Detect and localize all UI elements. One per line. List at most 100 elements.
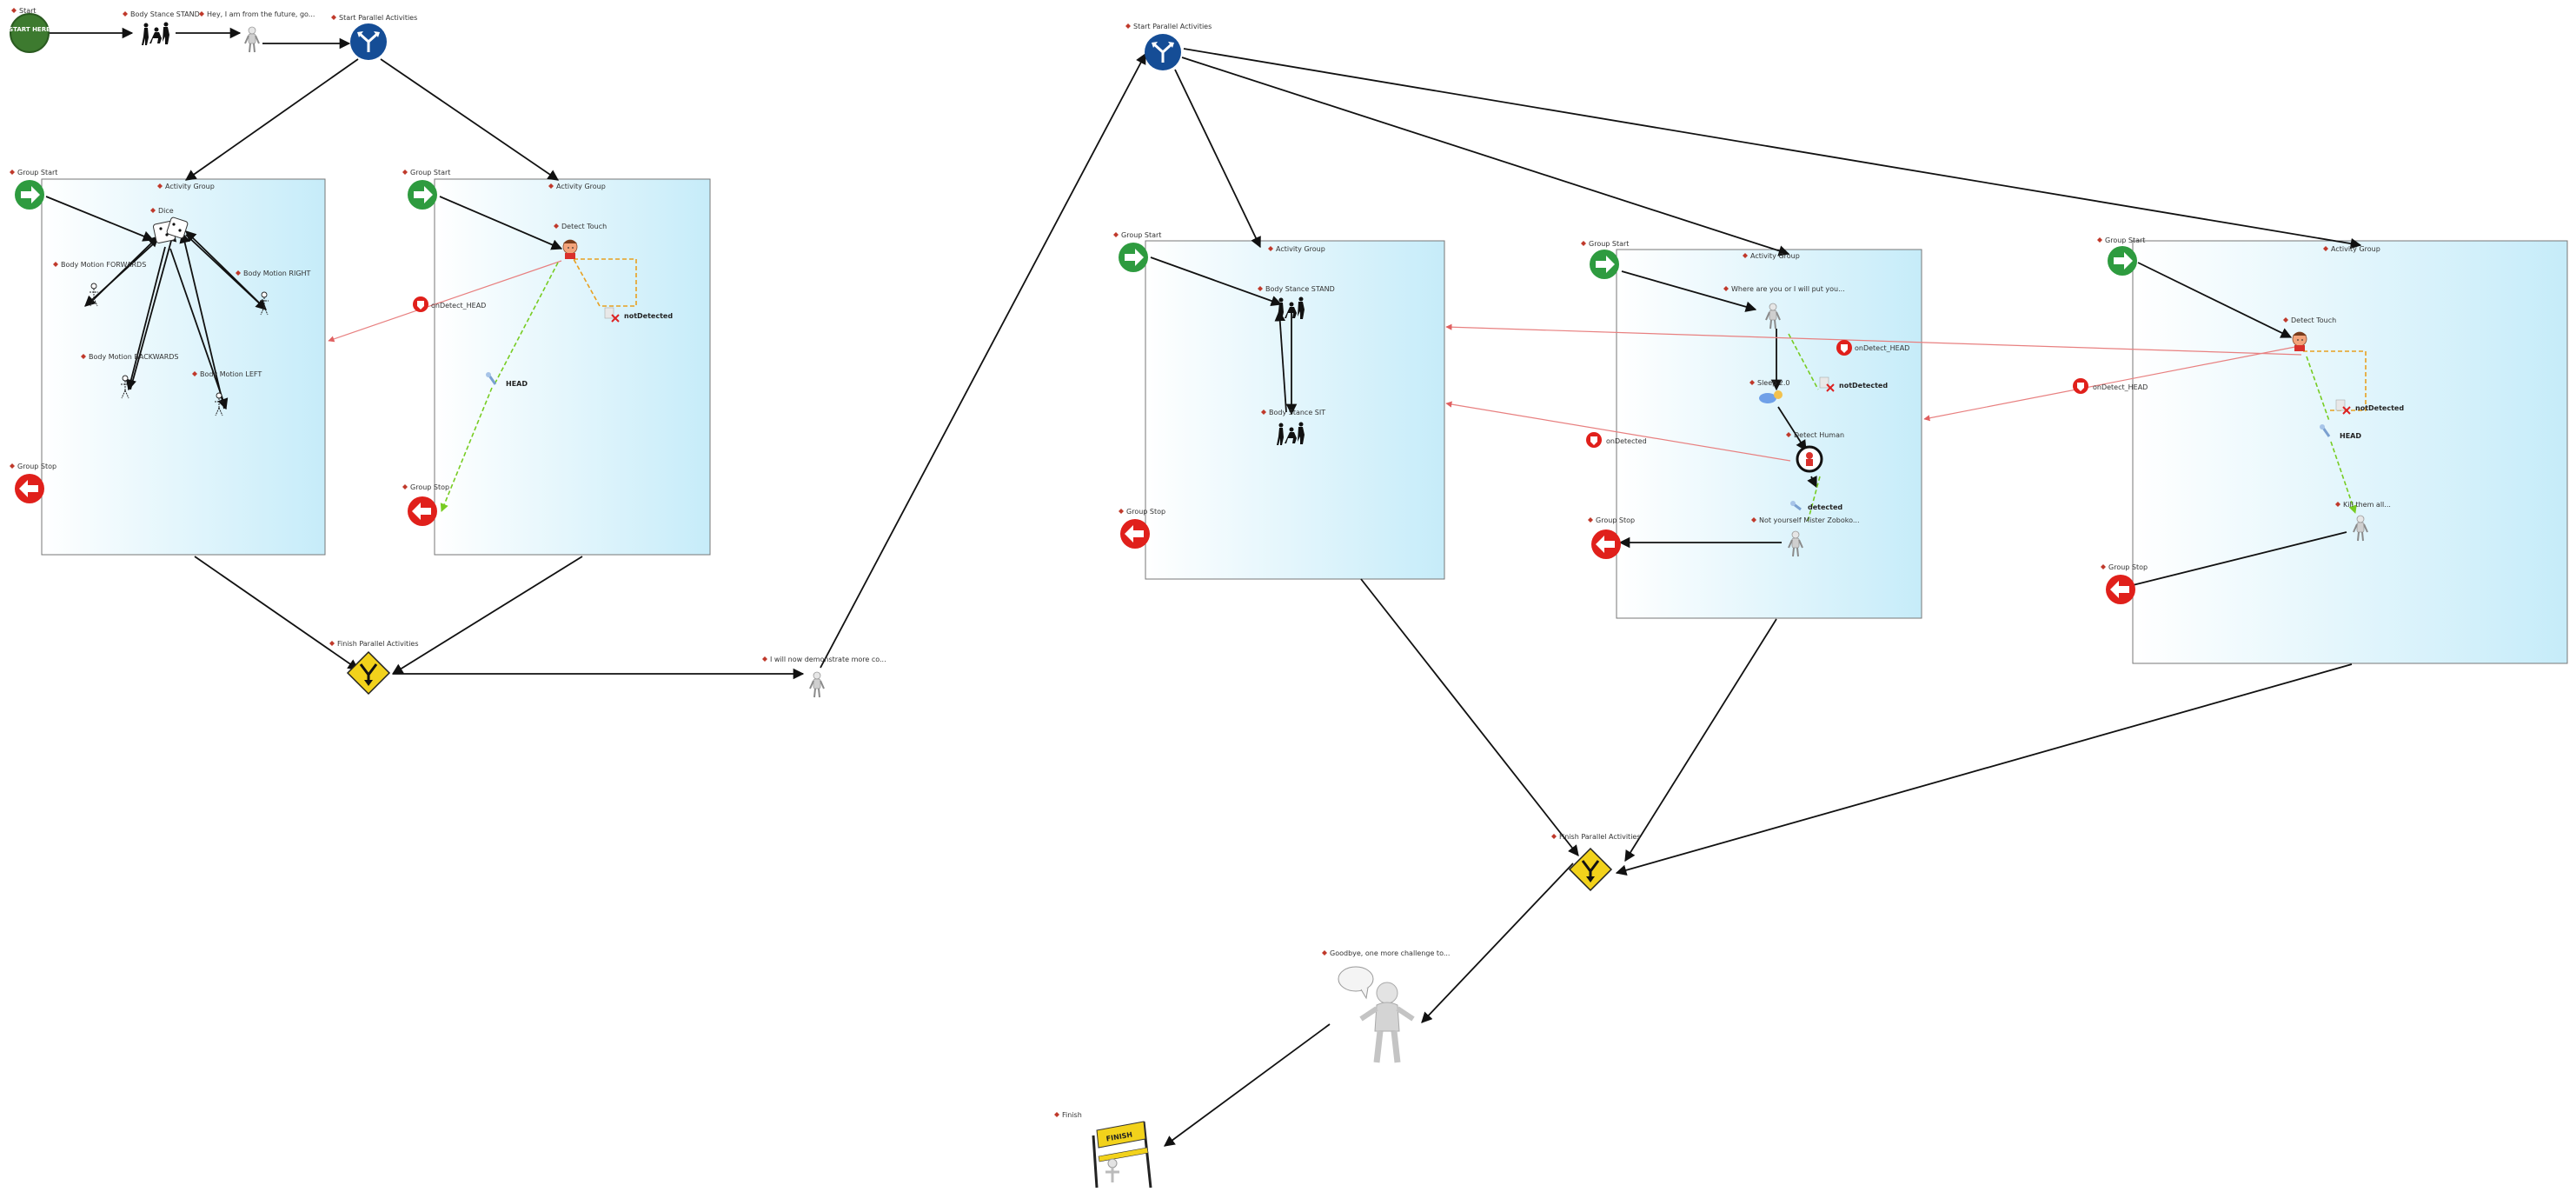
group-start-label: Group Start (1121, 231, 1161, 239)
detect-human-icon[interactable] (1796, 445, 1823, 473)
group-stop-icon[interactable] (2106, 575, 2135, 604)
dice-icon[interactable] (153, 216, 189, 243)
where-are-you-label: Where are you or I will put you... (1731, 285, 1845, 293)
detect-touch-label: Detect Touch (561, 223, 607, 230)
group-stop-icon[interactable] (408, 496, 437, 526)
body-stance-stand-label-1: Body Stance STAND (130, 10, 200, 18)
finish-parallel-label-1: Finish Parallel Activities (337, 640, 419, 648)
robot-speak-icon[interactable] (809, 671, 825, 698)
robot-speak-icon[interactable] (244, 26, 260, 53)
flow-connectors (45, 27, 2362, 1147)
not-detected-label: notDetected (1839, 382, 1888, 390)
on-detect-head-label: onDetect_HEAD (1855, 344, 1909, 352)
body-stance-stand-node-1[interactable]: Body Stance STAND (123, 10, 200, 45)
finish-parallel-node-1[interactable]: Finish Parallel Activities (329, 640, 419, 696)
start-here-text: START HERE (9, 26, 50, 33)
group-start-label: Group Start (17, 169, 57, 176)
say-hey-node[interactable]: Hey, I am from the future, go... (199, 10, 315, 53)
group-start-icon[interactable] (2108, 246, 2137, 276)
group-stop-label: Group Stop (410, 483, 449, 491)
activity-group-title: Activity Group (2331, 245, 2380, 253)
on-detect-head-label: onDetect_HEAD (2093, 383, 2148, 391)
start-here-icon[interactable] (10, 13, 50, 53)
dice-label: Dice (158, 207, 174, 215)
activity-group-title: Activity Group (1750, 252, 1800, 260)
parallel-start-icon[interactable] (349, 22, 388, 62)
finish-parallel-node-2[interactable]: Finish Parallel Activities (1551, 833, 1641, 892)
body-motion-backwards-label: Body Motion BACKWARDS (89, 353, 179, 361)
say-demonstrate-node[interactable]: I will now demonstrate more co... (762, 656, 886, 698)
not-yourself-label: Not yourself Mister Zoboko... (1759, 516, 1859, 524)
speaking-person-icon[interactable] (1338, 966, 1415, 1063)
group-3: Group Start Activity Group Body Stance S… (1113, 231, 1335, 549)
parallel-finish-icon[interactable] (1568, 847, 1613, 892)
group-stop-icon[interactable] (15, 474, 44, 503)
kill-them-all-label: Kill them all... (2343, 501, 2391, 509)
finish-label: Finish (1062, 1111, 1082, 1119)
finish-line-icon[interactable]: FINISH (1092, 1121, 1152, 1189)
group-start-label: Group Start (410, 169, 450, 176)
group-start-label: Group Start (1589, 240, 1629, 248)
goodbye-node[interactable]: Goodbye, one more challenge to... (1322, 949, 1450, 1063)
body-stance-stand-label: Body Stance STAND (1265, 285, 1335, 293)
activity-group-box-4[interactable] (1616, 249, 1922, 619)
group-start-icon[interactable] (408, 180, 437, 210)
group-stop-icon[interactable] (1120, 519, 1150, 549)
sleep-label: Sleep 2.0 (1757, 379, 1790, 387)
group-start-icon[interactable] (15, 180, 44, 210)
start-node[interactable]: Start START HERE (9, 7, 50, 53)
start-parallel-node-1[interactable]: Start Parallel Activities (331, 14, 417, 62)
start-label: Start (19, 7, 37, 15)
activity-group-box-2[interactable] (434, 178, 711, 556)
start-parallel-label-1: Start Parallel Activities (339, 14, 417, 22)
group-stop-label: Group Stop (1596, 516, 1635, 524)
start-parallel-label-2: Start Parallel Activities (1133, 23, 1212, 30)
detected-icon[interactable] (1790, 501, 1802, 511)
not-detected-label: notDetected (2355, 404, 2404, 412)
detected-label: detected (1808, 503, 1842, 511)
body-motion-forwards-label: Body Motion FORWARDS (61, 261, 146, 269)
say-demonstrate-label: I will now demonstrate more co... (770, 656, 886, 663)
group-start-icon[interactable] (1590, 250, 1619, 279)
parallel-start-icon[interactable] (1143, 32, 1183, 72)
activity-group-box-5[interactable] (2132, 240, 2568, 664)
finish-node[interactable]: Finish FINISH (1054, 1111, 1152, 1189)
detect-touch-label: Detect Touch (2291, 316, 2336, 324)
group-stop-label: Group Stop (1126, 508, 1165, 516)
group-start-icon[interactable] (1119, 243, 1148, 272)
not-detected-label: notDetected (624, 312, 673, 320)
group-2: Group Start Activity Group Detect Touch … (402, 169, 673, 526)
group-stop-label: Group Stop (2108, 563, 2148, 571)
head-label: HEAD (2340, 432, 2361, 440)
on-detect-head-event-icon[interactable] (2073, 378, 2088, 394)
group-4: Group Start Activity Group Where are you… (1581, 240, 1888, 559)
detect-human-label: Detect Human (1794, 431, 1844, 439)
detect-touch-icon[interactable] (2292, 331, 2307, 352)
on-detect-head-event-icon[interactable] (413, 296, 428, 312)
detect-touch-icon[interactable] (562, 239, 578, 260)
activity-group-title: Activity Group (165, 183, 215, 190)
activity-group-title: Activity Group (1276, 245, 1325, 253)
body-stance-sit-label: Body Stance SIT (1269, 409, 1325, 416)
start-parallel-node-2[interactable]: Start Parallel Activities (1125, 23, 1212, 72)
condition-connectors (440, 258, 2367, 523)
sleep-icon[interactable] (1759, 390, 1783, 403)
parallel-finish-icon[interactable] (346, 650, 391, 696)
on-detected-event-icon[interactable] (1586, 432, 1602, 448)
group-start-label: Group Start (2105, 236, 2145, 244)
say-hey-label: Hey, I am from the future, go... (207, 10, 315, 18)
body-motion-left-label: Body Motion LEFT (200, 370, 262, 378)
group-stop-icon[interactable] (1591, 529, 1621, 559)
on-detect-head-event-icon[interactable] (1836, 340, 1852, 356)
event-connectors (328, 260, 2302, 462)
on-detected-label: onDetected (1606, 437, 1647, 445)
group-1: Group Start Activity Group Dice Body Mot… (10, 169, 311, 503)
body-motion-right-label: Body Motion RIGHT (243, 270, 311, 277)
on-detect-head-label: onDetect_HEAD (431, 302, 486, 310)
group-stop-label: Group Stop (17, 463, 56, 470)
group-5: Group Start Activity Group Detect Touch … (2097, 236, 2404, 604)
activity-group-title: Activity Group (556, 183, 606, 190)
goodbye-label: Goodbye, one more challenge to... (1330, 949, 1450, 957)
body-stance-icon[interactable] (142, 22, 169, 46)
